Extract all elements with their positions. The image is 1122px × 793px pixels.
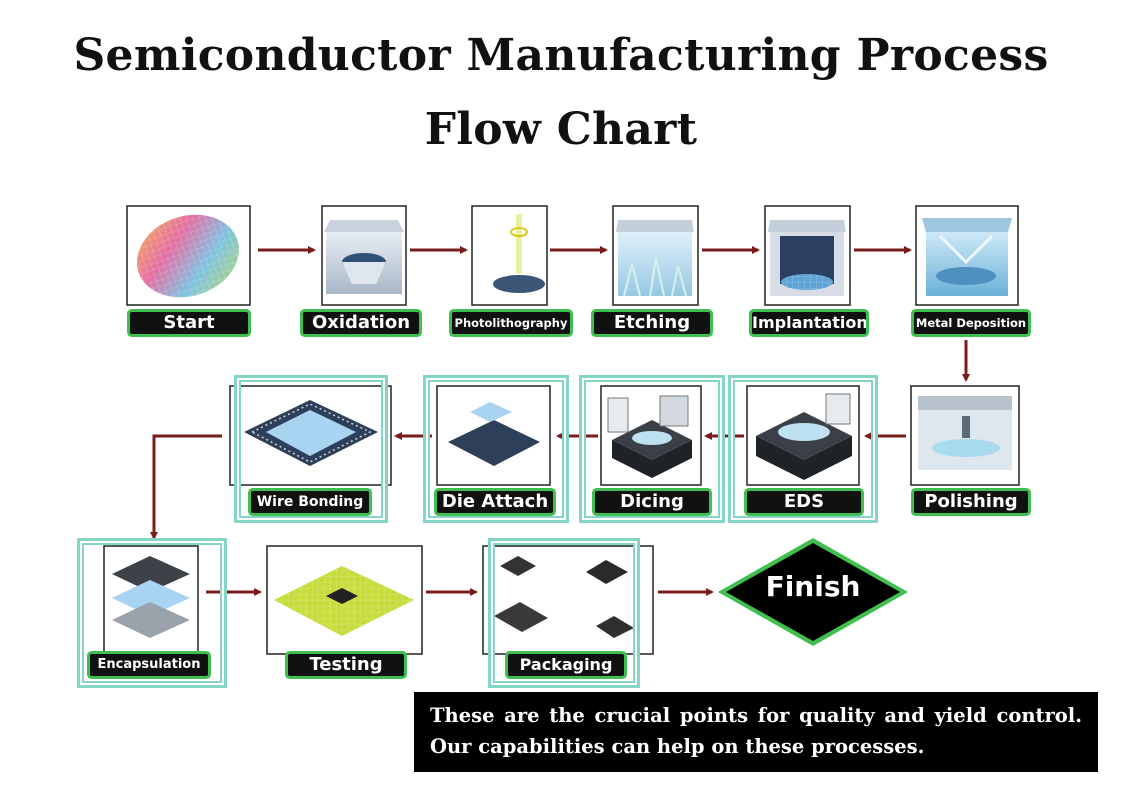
eds-prober-icon bbox=[756, 393, 852, 480]
step-label-dicing: Dicing bbox=[595, 491, 709, 513]
step-label-metal-deposition: Metal Deposition bbox=[914, 312, 1028, 334]
step-label-wire-bonding: Wire Bonding bbox=[251, 491, 369, 513]
step-box-packaging bbox=[482, 545, 654, 655]
photolithography-beam-icon bbox=[493, 214, 545, 293]
step-box-encapsulation bbox=[103, 545, 199, 655]
step-label-photolithography: Photolithography bbox=[452, 312, 570, 334]
highlight-frame-packaging bbox=[488, 538, 640, 688]
page-title-line-2: Flow Chart bbox=[424, 104, 698, 155]
step-box-eds bbox=[746, 385, 860, 486]
step-box-wire-bonding bbox=[229, 385, 392, 486]
package-layers-icon bbox=[112, 556, 190, 638]
step-label-etching: Etching bbox=[594, 312, 710, 334]
step-box-start bbox=[126, 205, 251, 306]
step-box-polishing bbox=[910, 385, 1020, 486]
step-box-testing bbox=[266, 545, 423, 655]
finish-diamond bbox=[718, 538, 908, 646]
metal-deposition-chamber-icon bbox=[922, 218, 1012, 296]
finish-label: Finish bbox=[765, 570, 861, 603]
dicing-saw-icon bbox=[607, 395, 692, 478]
oxidation-chamber-icon bbox=[324, 220, 404, 294]
highlight-frame-die-attach bbox=[423, 375, 569, 523]
wire-bonded-chip-icon bbox=[244, 400, 378, 466]
step-box-die-attach bbox=[436, 385, 551, 486]
step-label-die-attach: Die Attach bbox=[437, 491, 553, 513]
step-label-testing: Testing bbox=[288, 654, 404, 676]
step-box-oxidation bbox=[321, 205, 407, 306]
circuit-board-icon bbox=[274, 566, 414, 636]
step-box-dicing bbox=[600, 385, 702, 486]
page-title-line-1: Semiconductor Manufacturing Process bbox=[73, 30, 1049, 81]
highlight-frame-eds bbox=[728, 375, 878, 523]
step-box-etching bbox=[612, 205, 699, 306]
quality-note: These are the crucial points for quality… bbox=[414, 692, 1098, 772]
step-box-implantation bbox=[764, 205, 851, 306]
step-label-start: Start bbox=[130, 312, 248, 334]
step-box-metal-deposition bbox=[915, 205, 1019, 306]
highlight-frame-wire-bonding bbox=[234, 375, 388, 523]
die-on-substrate-icon bbox=[448, 402, 540, 466]
step-label-eds: EDS bbox=[747, 491, 861, 513]
wafer-icon bbox=[137, 214, 239, 298]
packaged-chips-icon bbox=[494, 556, 634, 638]
highlight-frame-dicing bbox=[579, 375, 725, 523]
step-label-implantation: Implantation bbox=[752, 312, 866, 334]
step-label-polishing: Polishing bbox=[914, 491, 1028, 513]
implantation-chamber-icon bbox=[768, 220, 846, 296]
highlight-frame-encapsulation bbox=[77, 538, 227, 688]
etching-chamber-icon bbox=[616, 220, 694, 297]
step-label-encapsulation: Encapsulation bbox=[90, 654, 208, 676]
flow-arrows bbox=[150, 246, 970, 596]
polishing-machine-icon bbox=[918, 396, 1012, 470]
arrow-wire-bonding-to-encapsulation bbox=[150, 434, 222, 540]
step-label-oxidation: Oxidation bbox=[303, 312, 419, 334]
step-box-photolithography bbox=[471, 205, 548, 306]
step-label-packaging: Packaging bbox=[508, 654, 624, 676]
